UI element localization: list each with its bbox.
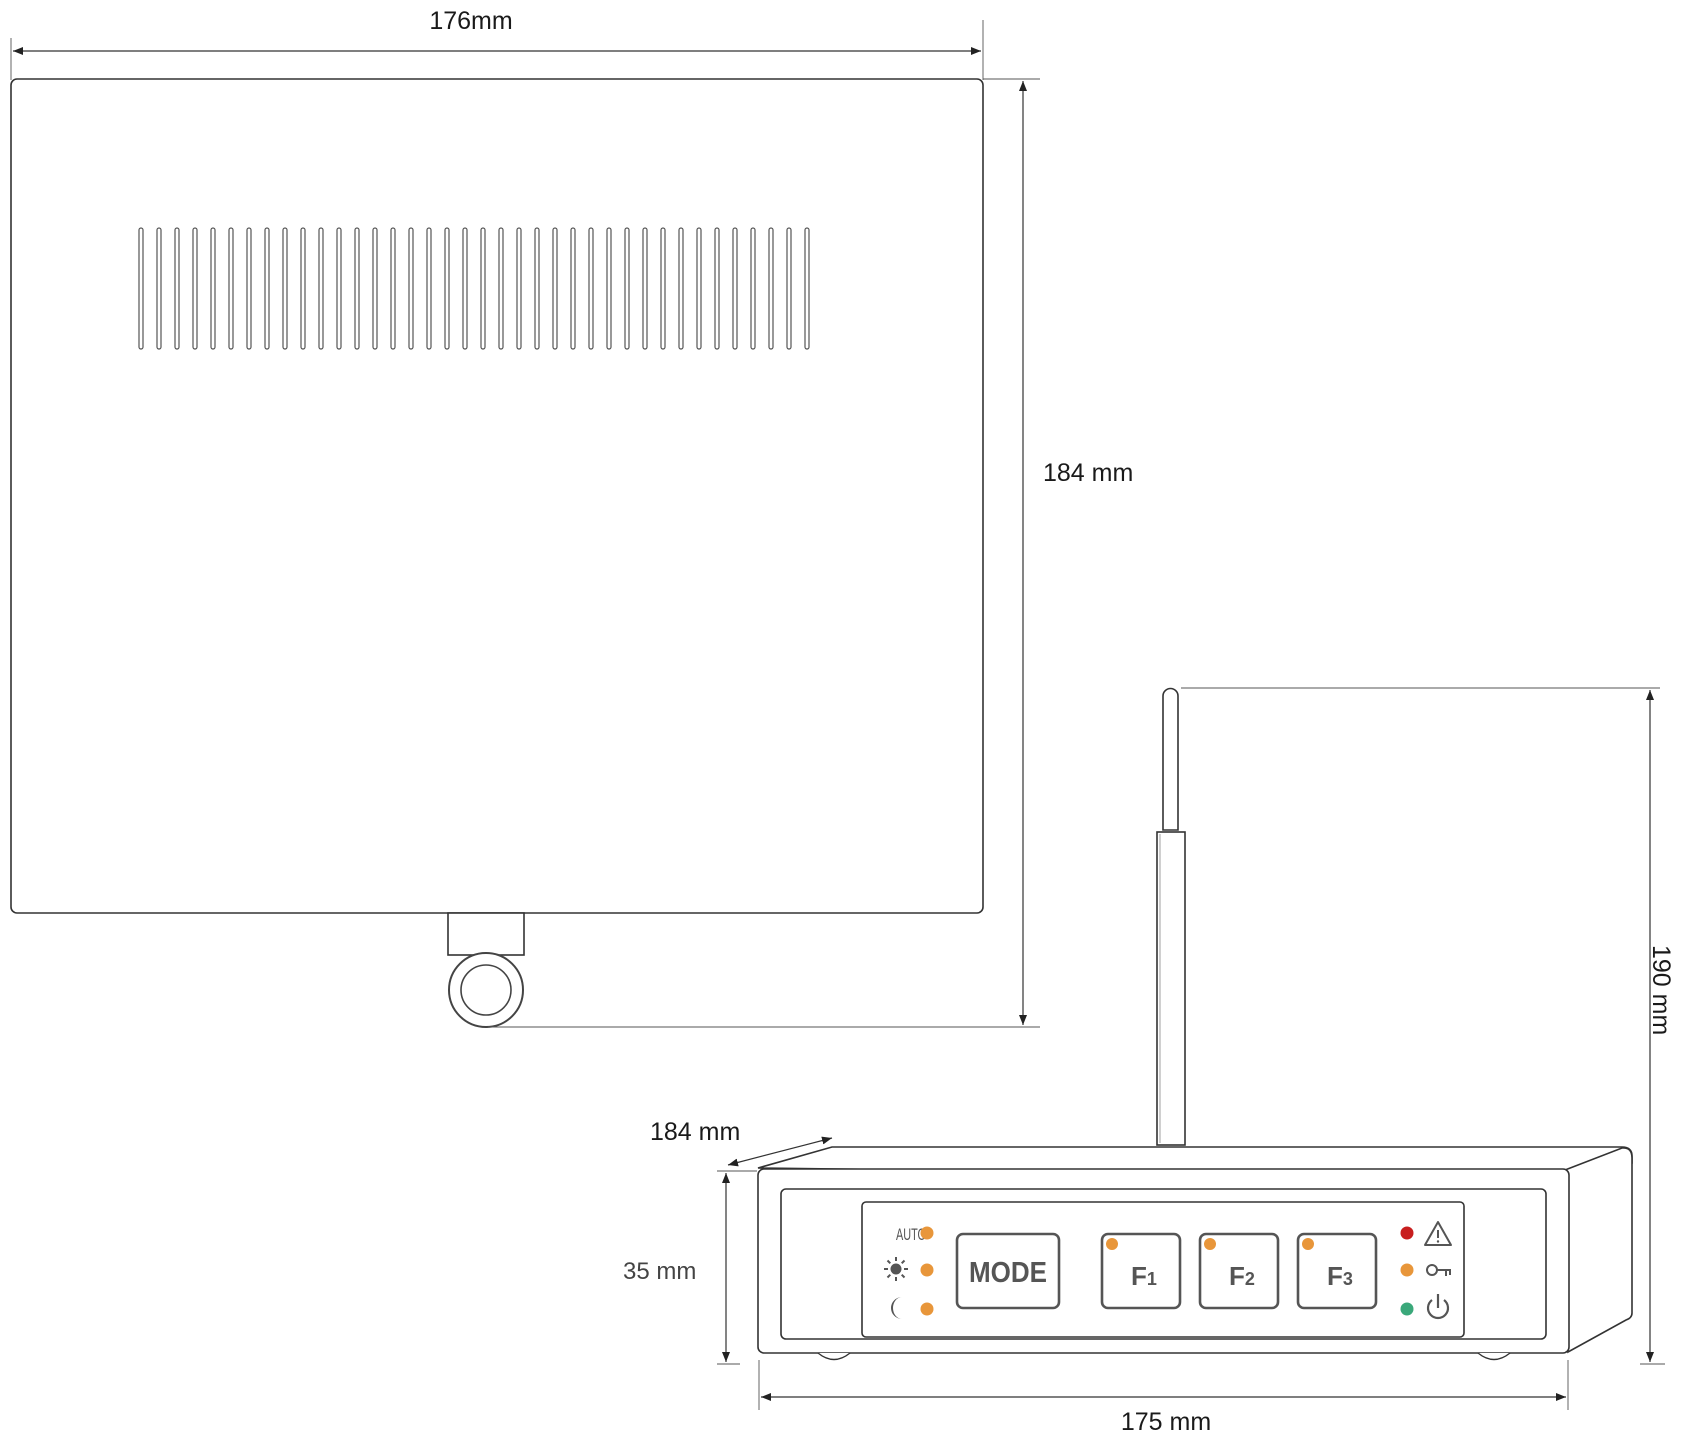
vent-slot <box>804 227 810 350</box>
vent-slot <box>462 227 468 350</box>
vent-slot <box>714 227 720 350</box>
dimension-label-176mm: 176mm <box>429 7 512 35</box>
dimension-label-184mm-height: 184 mm <box>1043 459 1133 487</box>
led-power <box>1400 1302 1414 1316</box>
dimension-front-height: 35 mm <box>623 1170 757 1365</box>
vent-slot <box>768 227 774 350</box>
dimension-label-184mm-depth: 184 mm <box>650 1118 740 1146</box>
auto-label: AUTO <box>896 1225 926 1244</box>
vent-slot <box>282 227 288 350</box>
vent-slot <box>210 227 216 350</box>
vent-slot <box>750 227 756 350</box>
housing-front <box>757 1146 1633 1361</box>
vent-slot <box>264 227 270 350</box>
front-view: 190 mm AUTO <box>623 687 1675 1432</box>
antenna <box>1156 687 1186 1146</box>
vent-slot <box>156 227 162 350</box>
f1-button[interactable]: F1 <box>1100 1232 1182 1310</box>
mode-indicators: AUTO <box>884 1225 934 1319</box>
led-f3 <box>1302 1238 1314 1250</box>
led-f2 <box>1204 1238 1216 1250</box>
f3-label: F3 <box>1327 1261 1353 1291</box>
mode-button[interactable]: MODE <box>955 1232 1061 1310</box>
top-view: 176mm 184 mm <box>10 7 1133 1028</box>
dimension-label-175mm: 175 mm <box>1121 1408 1211 1432</box>
warning-icon <box>1424 1221 1452 1246</box>
status-indicators <box>1400 1221 1452 1320</box>
led-key <box>1400 1263 1414 1277</box>
dimension-label-190mm: 190 mm <box>1647 945 1675 1035</box>
vent-slot <box>444 227 450 350</box>
connector-block <box>447 912 525 956</box>
vent-slot <box>732 227 738 350</box>
vent-slot <box>588 227 594 350</box>
vent-slot <box>696 227 702 350</box>
vent-slot <box>174 227 180 350</box>
vent-slot <box>354 227 360 350</box>
vent-slot <box>678 227 684 350</box>
f2-label: F2 <box>1229 1261 1255 1291</box>
dimension-top-height: 184 mm <box>488 78 1133 1028</box>
dimension-depth: 184 mm <box>650 1118 833 1167</box>
vent-slot <box>606 227 612 350</box>
led-day <box>920 1263 934 1277</box>
vent-slot <box>498 227 504 350</box>
vent-slot <box>534 227 540 350</box>
antenna-ring-inner <box>460 964 512 1016</box>
vent-slot <box>570 227 576 350</box>
mode-button-label: MODE <box>969 1257 1047 1289</box>
power-icon <box>1426 1294 1450 1320</box>
led-f1 <box>1106 1238 1118 1250</box>
vent-slot <box>336 227 342 350</box>
dimension-total-height: 190 mm <box>1181 687 1675 1365</box>
led-warning <box>1400 1226 1414 1240</box>
sun-icon <box>884 1257 908 1281</box>
f3-button[interactable]: F3 <box>1296 1232 1378 1310</box>
vent-slot <box>372 227 378 350</box>
vent-slot <box>228 227 234 350</box>
dimension-top-width: 176mm <box>10 7 984 80</box>
vent-slot <box>660 227 666 350</box>
vent-slot <box>300 227 306 350</box>
housing-top-outline <box>10 78 984 914</box>
vent-slot <box>192 227 198 350</box>
ventilation-grille <box>138 227 810 350</box>
f1-label: F1 <box>1131 1261 1157 1291</box>
vent-slot <box>318 227 324 350</box>
vent-slot <box>246 227 252 350</box>
f2-button[interactable]: F2 <box>1198 1232 1280 1310</box>
vent-slot <box>642 227 648 350</box>
dimension-front-width: 175 mm <box>758 1360 1569 1432</box>
led-auto <box>920 1226 934 1240</box>
vent-slot <box>624 227 630 350</box>
vent-slot <box>408 227 414 350</box>
key-icon <box>1426 1264 1451 1276</box>
dimension-label-35mm: 35 mm <box>623 1258 696 1285</box>
vent-slot <box>786 227 792 350</box>
vent-slot <box>552 227 558 350</box>
moon-icon <box>891 1297 902 1319</box>
vent-slot <box>390 227 396 350</box>
vent-slot <box>480 227 486 350</box>
vent-slot <box>516 227 522 350</box>
vent-slot <box>138 227 144 350</box>
led-night <box>920 1302 934 1316</box>
vent-slot <box>426 227 432 350</box>
